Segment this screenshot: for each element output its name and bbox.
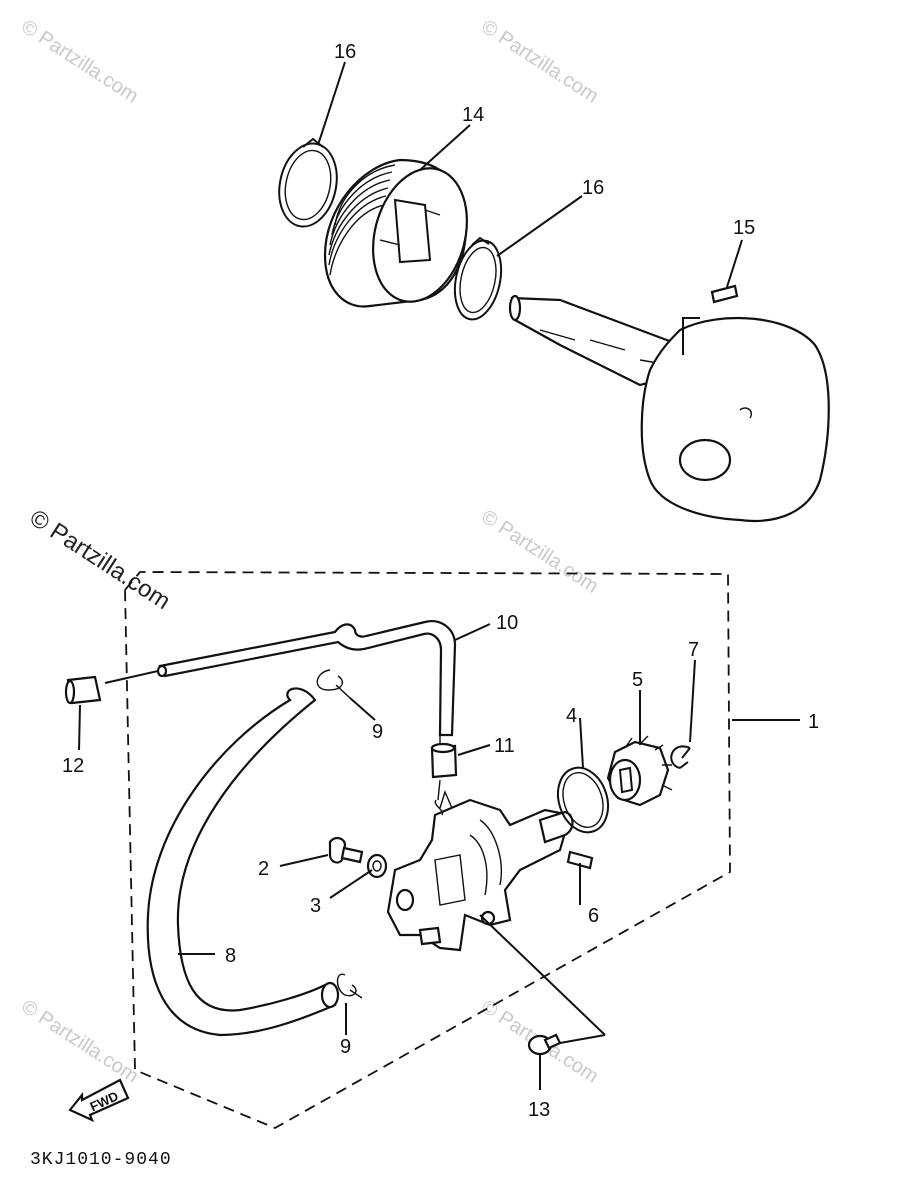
callout-9-upper: 9 (372, 721, 383, 743)
watermark-1: © Partzilla.com (17, 16, 142, 108)
leaders-upper (317, 61, 743, 355)
callout-6: 6 (588, 905, 599, 927)
callout-16-top: 16 (334, 41, 356, 63)
callout-13: 13 (528, 1099, 550, 1121)
watermark-4: © Partzilla.com (17, 996, 142, 1088)
diagram-code: 3KJ1010-9040 (30, 1150, 172, 1170)
clip-7 (670, 745, 691, 769)
watermarks: © Partzilla.com © Partzilla.com © Partzi… (17, 16, 602, 1088)
watermark-2: © Partzilla.com (477, 16, 602, 108)
callout-15: 15 (733, 217, 755, 239)
nut-12 (64, 675, 102, 705)
callout-14: 14 (462, 104, 484, 126)
fwd-arrow-icon: FWD (68, 1078, 130, 1123)
callout-3: 3 (310, 895, 321, 917)
pulley-14 (323, 158, 468, 308)
circlip-16-right (453, 236, 503, 321)
callout-1: 1 (808, 711, 819, 733)
pin-6 (566, 850, 594, 870)
callout-9-lower: 9 (340, 1036, 351, 1058)
clip-9-lower (336, 973, 363, 999)
o-ring-4 (557, 766, 609, 834)
clip-9-upper (316, 669, 351, 699)
callout-2: 2 (258, 858, 269, 880)
screw-2 (328, 836, 364, 864)
fitting-11 (430, 742, 458, 779)
watermark-main: © Partzilla.com (25, 504, 175, 615)
callout-5: 5 (632, 669, 643, 691)
washer-3 (366, 853, 388, 879)
leaders-lower (78, 623, 800, 1090)
callout-11: 11 (494, 735, 515, 757)
callouts: 16 14 16 15 10 7 5 4 1 9 11 12 2 3 6 8 9… (62, 41, 819, 1121)
circlip-16-left (278, 137, 338, 228)
oil-pump-body (386, 790, 574, 952)
crankshaft (508, 294, 830, 522)
gear-5 (606, 735, 673, 807)
callout-8: 8 (225, 945, 236, 967)
callout-12: 12 (62, 755, 84, 777)
assembly-boundary (124, 571, 731, 1129)
callout-4: 4 (566, 705, 577, 727)
callout-16-right: 16 (582, 177, 604, 199)
callout-7: 7 (688, 639, 699, 661)
hose-10 (156, 620, 457, 737)
watermark-3: © Partzilla.com (477, 506, 602, 598)
callout-10: 10 (496, 612, 518, 634)
hose-8 (146, 687, 340, 1037)
pin-15 (710, 284, 739, 304)
fwd-label: FWD (88, 1088, 121, 1114)
